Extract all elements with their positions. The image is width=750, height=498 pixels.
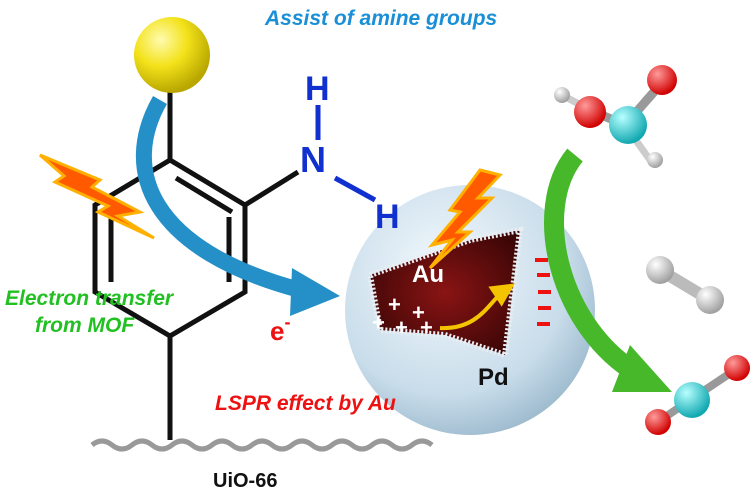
svg-text:+: + (372, 310, 385, 335)
au-label: Au (412, 261, 444, 288)
amine-n: N (300, 139, 326, 180)
mof-support-line (90, 438, 434, 452)
positive-charges: + + + + + (372, 292, 433, 340)
benzene-ring (92, 90, 300, 440)
uio66-label: UiO-66 (213, 470, 277, 492)
electron-transfer-label-2: from MOF (35, 314, 135, 337)
lightning-icon (427, 168, 503, 270)
hydrogen-molecule (646, 256, 724, 314)
gold-atom-ball (134, 17, 210, 93)
co2-molecule (645, 355, 750, 435)
electron-transfer-label: Electron transfer (5, 287, 175, 310)
formic-acid-molecule (554, 65, 677, 168)
svg-text:+: + (388, 292, 401, 317)
arrow-head (612, 345, 672, 392)
svg-text:+: + (420, 315, 433, 340)
lightning-icon (39, 153, 155, 240)
electron-transfer-arrow (135, 96, 303, 298)
title-text: Assist of amine groups (264, 7, 497, 30)
amine-bonds (315, 105, 377, 203)
lspr-label: LSPR effect by Au (215, 392, 396, 415)
electron-flow-arrow (439, 283, 515, 331)
au-core-cutout (366, 226, 524, 360)
electron-label: e- (270, 312, 290, 346)
amine-h-bottom: H (375, 198, 400, 236)
amine-h-top: H (305, 70, 330, 108)
svg-text:+: + (412, 300, 425, 325)
svg-text:+: + (395, 315, 408, 340)
pd-label: Pd (478, 364, 509, 391)
negative-charges (535, 258, 551, 326)
arrow-head (290, 268, 340, 316)
catalysis-arrow (544, 148, 646, 384)
